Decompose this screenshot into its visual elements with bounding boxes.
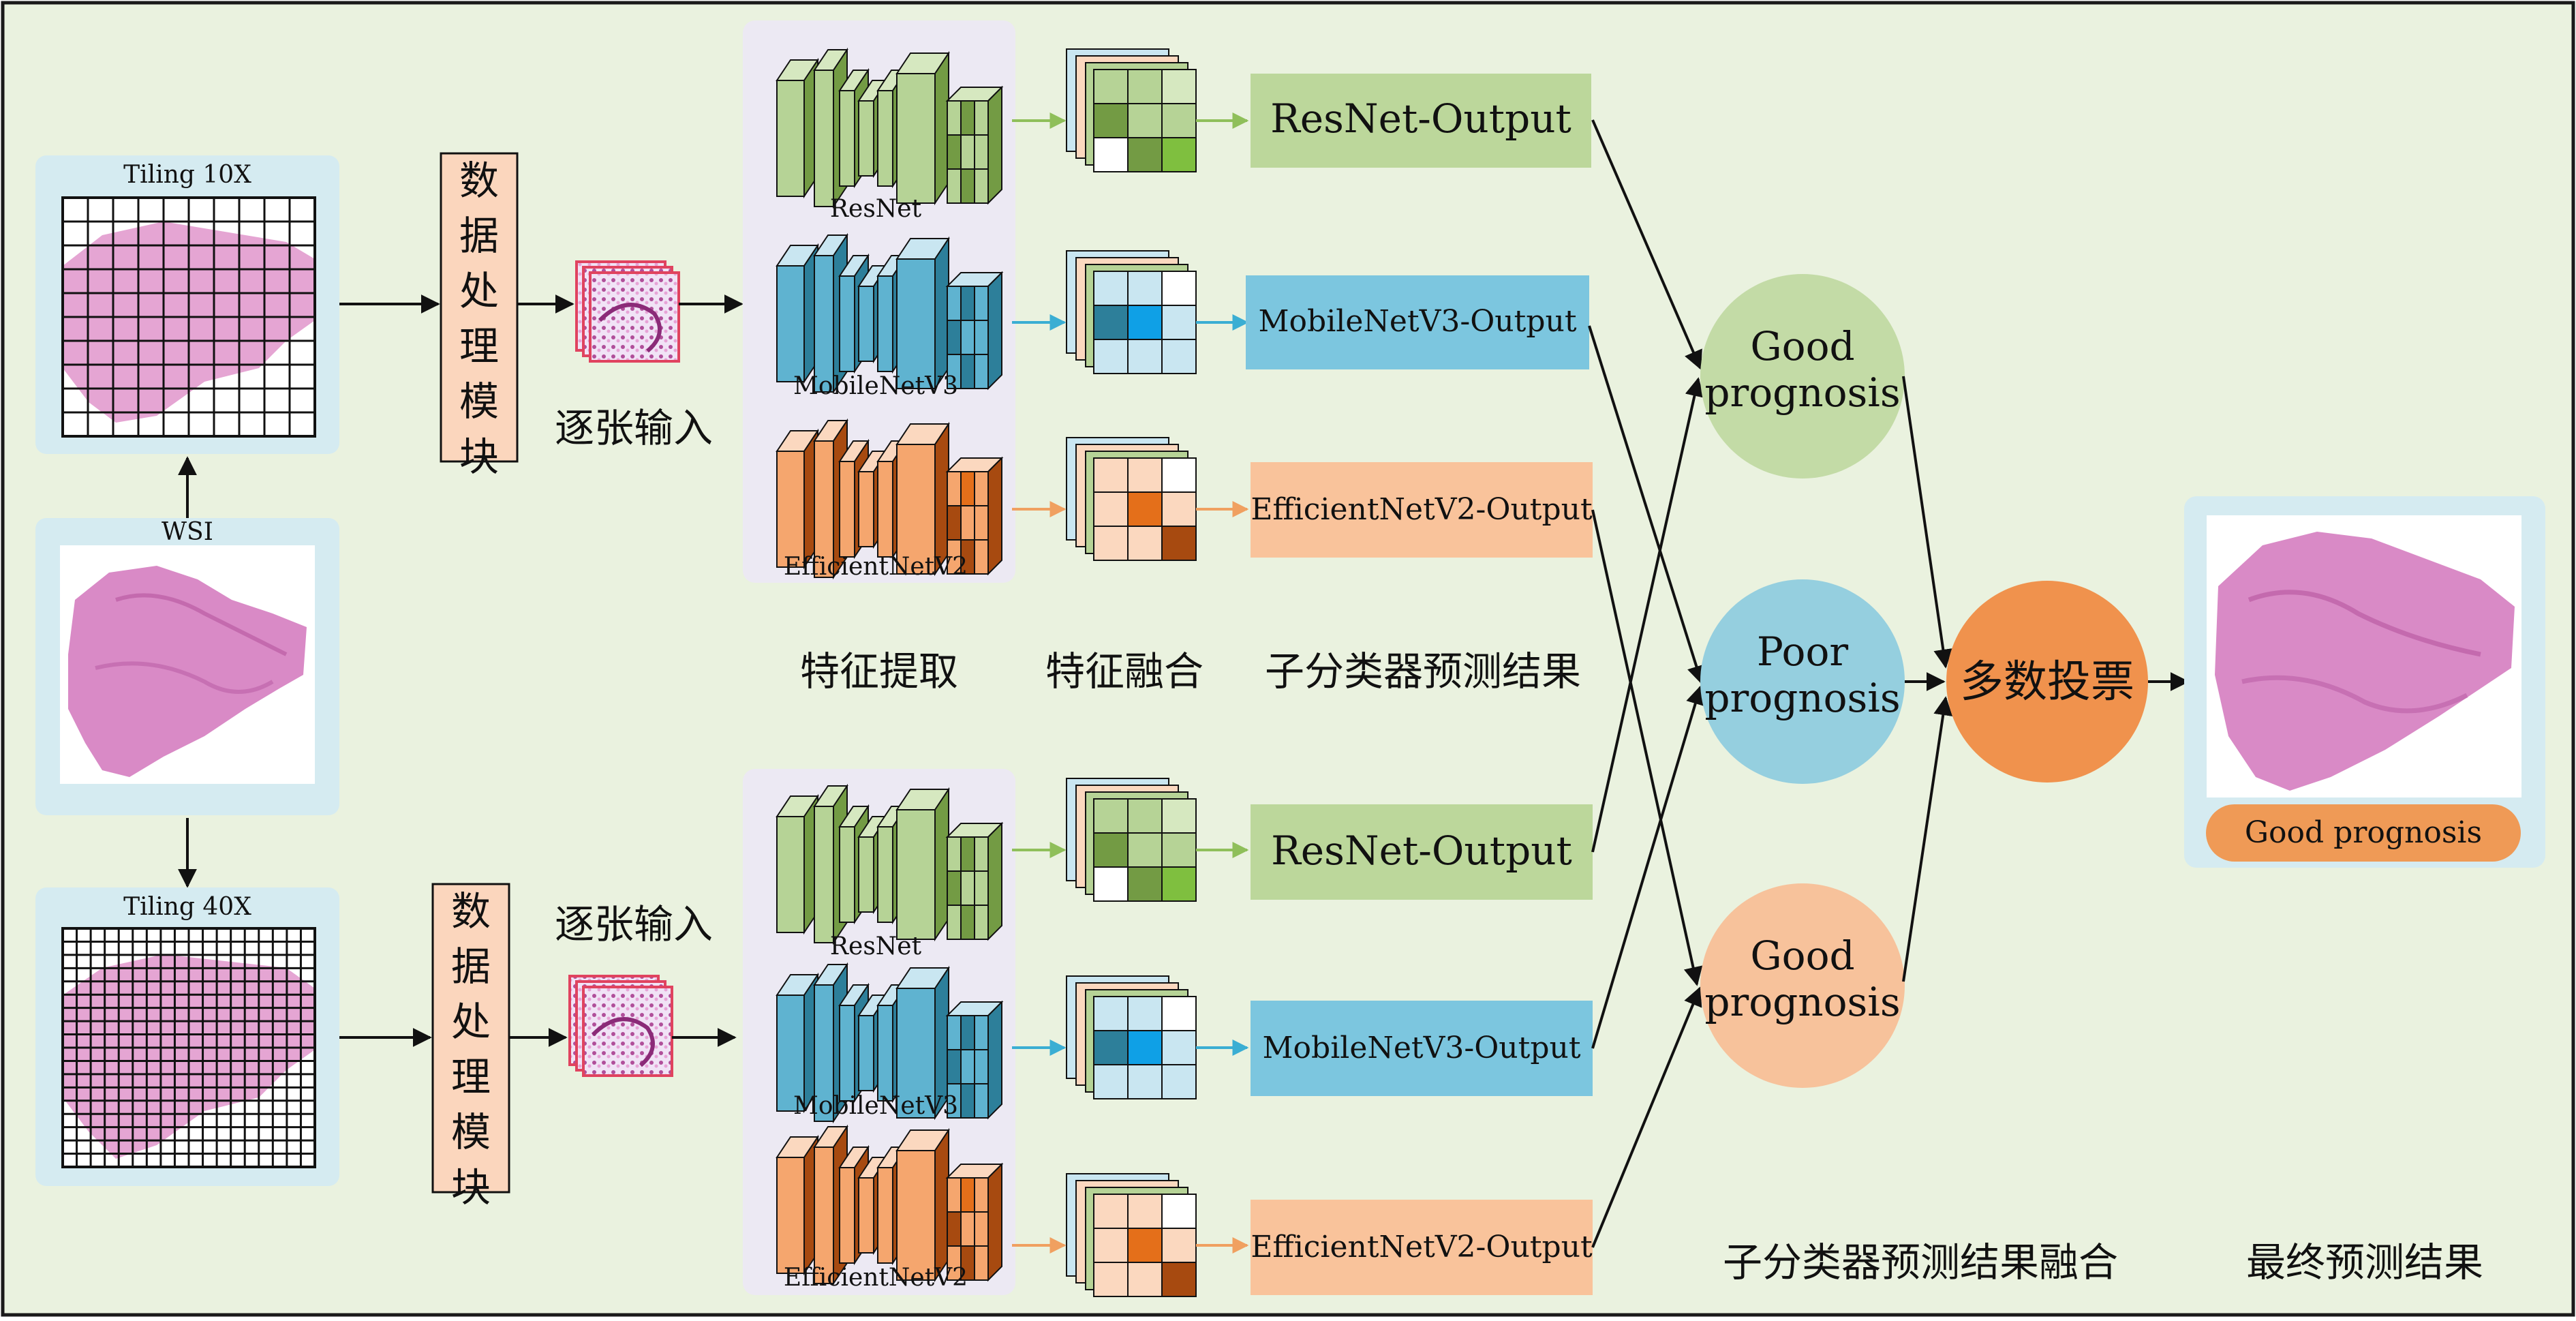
prediction-circle-good-2: Good prognosis: [1700, 883, 1905, 1088]
module-char: 据: [459, 213, 499, 259]
output-box-efficientnet-top: EfficientNetV2-Output: [1251, 462, 1593, 558]
prediction-circle-good-1: Good prognosis: [1700, 274, 1905, 479]
module-char: 数: [459, 157, 499, 204]
stage-label-sub-classifier: 子分类器预测结果: [1265, 648, 1581, 695]
stage-label-feature-fusion: 特征融合: [1045, 648, 1203, 695]
fusion-grid-resnet: [1066, 48, 1197, 172]
final-wsi-tissue: [2215, 532, 2515, 791]
input-label-top: 逐张输入: [555, 405, 713, 451]
svg-text:prognosis: prognosis: [1704, 979, 1900, 1025]
fusion-grid-resnet: [1066, 778, 1197, 902]
output-box-resnet-bottom: ResNet-Output: [1251, 804, 1593, 900]
tiling-10x-label: Tiling 10X: [123, 161, 251, 189]
tiling-10x-panel: Tiling 10X: [35, 155, 339, 454]
classifier-connectors: [1588, 119, 1706, 1248]
module-char: 模: [451, 1109, 491, 1155]
mobilenetv3-block-icon: [776, 962, 1004, 1124]
stage-label-final-result: 最终预测结果: [2246, 1239, 2483, 1286]
efficientnetv2-block-icon: [776, 1124, 1004, 1286]
final-result-panel: Good prognosis: [2184, 496, 2545, 868]
tile-stack-top: [575, 260, 680, 363]
vote-connectors: [1902, 376, 1953, 982]
fusion-grid-efficientnet: [1066, 437, 1197, 561]
stage-label-sub-classifier-fusion: 子分类器预测结果融合: [1723, 1239, 2118, 1286]
prediction-circle-poor: Poor prognosis: [1700, 579, 1905, 784]
output-box-resnet-top: ResNet-Output: [1251, 74, 1591, 168]
module-char: 处: [459, 268, 499, 314]
svg-text:多数投票: 多数投票: [1960, 657, 2134, 708]
svg-text:prognosis: prognosis: [1704, 369, 1900, 416]
svg-text:prognosis: prognosis: [1704, 675, 1900, 721]
output-box-mobilenet-bottom: MobileNetV3-Output: [1251, 1001, 1593, 1096]
network-label-efficientnetv2: EfficientNetV2: [784, 553, 968, 581]
resnet-block-icon: [776, 47, 1004, 209]
fusion-grid-efficientnet: [1066, 1173, 1197, 1297]
network-label-mobilenetv3: MobileNetV3: [793, 372, 958, 400]
module-char: 数: [451, 888, 491, 935]
svg-text:Good: Good: [1750, 323, 1854, 369]
svg-text:Good: Good: [1750, 932, 1854, 979]
output-box-efficientnet-bottom: EfficientNetV2-Output: [1251, 1200, 1593, 1295]
module-char: 块: [459, 434, 499, 480]
wsi-panel: WSI: [35, 518, 339, 815]
svg-text:MobileNetV3-Output: MobileNetV3-Output: [1258, 304, 1576, 339]
final-result-pill: [2206, 804, 2521, 862]
svg-text:ResNet-Output: ResNet-Output: [1271, 827, 1572, 874]
module-char: 块: [451, 1164, 491, 1211]
svg-text:MobileNetV3-Output: MobileNetV3-Output: [1262, 1031, 1580, 1065]
tile-stack-bottom: [568, 975, 673, 1077]
resnet-block-icon: [776, 783, 1004, 945]
module-char: 模: [459, 378, 499, 425]
input-label-bottom: 逐张输入: [555, 901, 713, 947]
fusion-grid-mobilenet: [1066, 975, 1197, 1099]
fusion-grids-top: [1012, 48, 1249, 561]
tile-grid-40x: [61, 927, 316, 1168]
wsi-label: WSI: [162, 518, 213, 546]
mobilenetv3-block-icon: [776, 232, 1004, 395]
output-box-mobilenet-top: MobileNetV3-Output: [1246, 275, 1589, 369]
module-char: 据: [451, 943, 491, 990]
module-char: 理: [451, 1054, 491, 1100]
majority-vote-circle: 多数投票: [1946, 581, 2148, 783]
tiling-40x-panel: Tiling 40X: [35, 887, 339, 1186]
svg-text:Poor: Poor: [1757, 628, 1849, 675]
wsi-tissue-image: [68, 566, 307, 777]
tiling-40x-label: Tiling 40X: [123, 893, 251, 921]
fusion-grid-mobilenet: [1066, 250, 1197, 374]
tile-grid-10x: [61, 196, 316, 438]
efficientnetv2-block-icon: [776, 418, 1004, 580]
fusion-grids-bottom: [1012, 778, 1249, 1297]
final-result-label: Good prognosis: [2245, 815, 2482, 850]
svg-text:EfficientNetV2-Output: EfficientNetV2-Output: [1251, 492, 1593, 527]
module-char: 理: [459, 323, 499, 369]
network-label-mobilenetv3: MobileNetV3: [793, 1092, 958, 1120]
network-label-resnet: ResNet: [830, 932, 922, 960]
svg-text:ResNet-Output: ResNet-Output: [1270, 95, 1571, 142]
network-label-resnet: ResNet: [830, 195, 922, 223]
module-char: 处: [451, 999, 491, 1045]
network-label-efficientnetv2: EfficientNetV2: [784, 1264, 968, 1292]
stage-label-feature-extraction: 特征提取: [800, 648, 958, 695]
svg-text:EfficientNetV2-Output: EfficientNetV2-Output: [1251, 1230, 1593, 1264]
